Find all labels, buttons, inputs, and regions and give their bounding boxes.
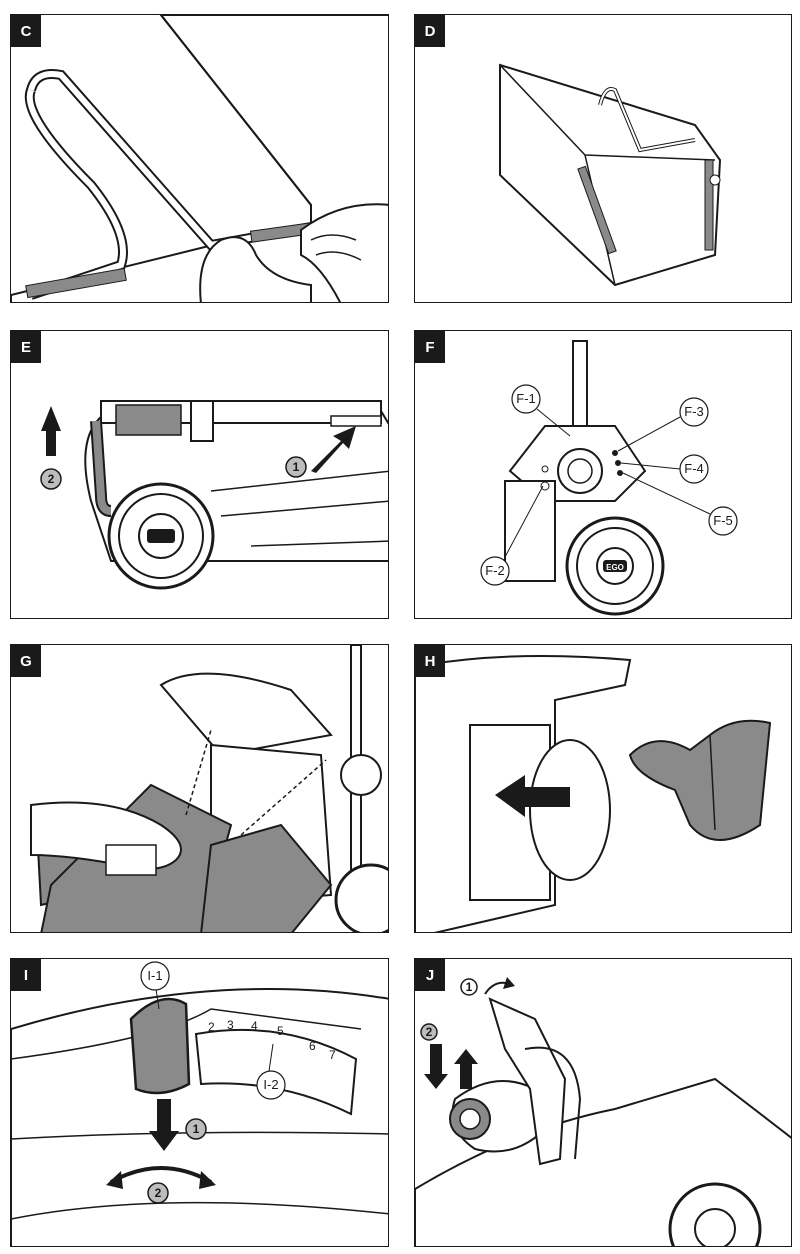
attach-grass-bag-illustration — [30, 645, 388, 932]
mower-lock-illustration: 2 1 — [40, 400, 388, 590]
step-1-label: 1 — [193, 1122, 200, 1136]
panel-label: G — [11, 645, 41, 677]
panel-label: D — [415, 15, 445, 47]
step-1-label: 1 — [293, 460, 300, 474]
panel-g: G — [10, 644, 389, 933]
scale-5: 5 — [277, 1024, 284, 1038]
panel-label: C — [11, 15, 41, 47]
callout-f5: F-5 — [713, 513, 733, 528]
panel-label: J — [415, 959, 445, 991]
panel-h: H — [414, 644, 792, 933]
step-1-label: 1 — [466, 980, 473, 994]
grass-bag-handle-illustration — [11, 15, 388, 302]
panel-label: E — [11, 331, 41, 363]
step-2-label: 2 — [426, 1025, 433, 1039]
mulching-plug-illustration — [415, 655, 772, 932]
self-propel-handle-illustration: 1 2 — [415, 977, 791, 1246]
step-2-label: 2 — [155, 1186, 162, 1200]
panel-e: E 2 1 — [10, 330, 389, 619]
mower-height-adjust-illustration: EGO F-1 F-2 F-3 F-4 F-5 — [480, 340, 738, 616]
panel-j: J 1 2 — [414, 958, 792, 1247]
panel-label: H — [415, 645, 445, 677]
callout-f2: F-2 — [485, 563, 505, 578]
panel-d: D — [414, 14, 792, 303]
scale-4: 4 — [251, 1019, 258, 1033]
scale-3: 3 — [227, 1018, 234, 1032]
panel-c: C — [10, 14, 389, 303]
height-lever-illustration: 2 3 4 5 6 7 1 2 I-1 I-2 — [11, 961, 388, 1246]
panel-i: I 2 3 4 5 6 7 1 2 I-1 I-2 — [10, 958, 389, 1247]
callout-f1: F-1 — [516, 391, 536, 406]
callout-i1: I-1 — [147, 968, 162, 983]
step-2-label: 2 — [48, 472, 55, 486]
scale-2: 2 — [208, 1020, 215, 1034]
callout-f4: F-4 — [684, 461, 704, 476]
scale-7: 7 — [329, 1048, 336, 1062]
panel-label: F — [415, 331, 445, 363]
callout-f3: F-3 — [684, 404, 704, 419]
grass-bag-illustration — [499, 63, 722, 287]
callout-i2: I-2 — [263, 1077, 278, 1092]
panel-label: I — [11, 959, 41, 991]
scale-6: 6 — [309, 1039, 316, 1053]
panel-f: F EGO F-1 F-2 F-3 F-4 F-5 — [414, 330, 792, 619]
ego-badge: EGO — [606, 563, 624, 572]
